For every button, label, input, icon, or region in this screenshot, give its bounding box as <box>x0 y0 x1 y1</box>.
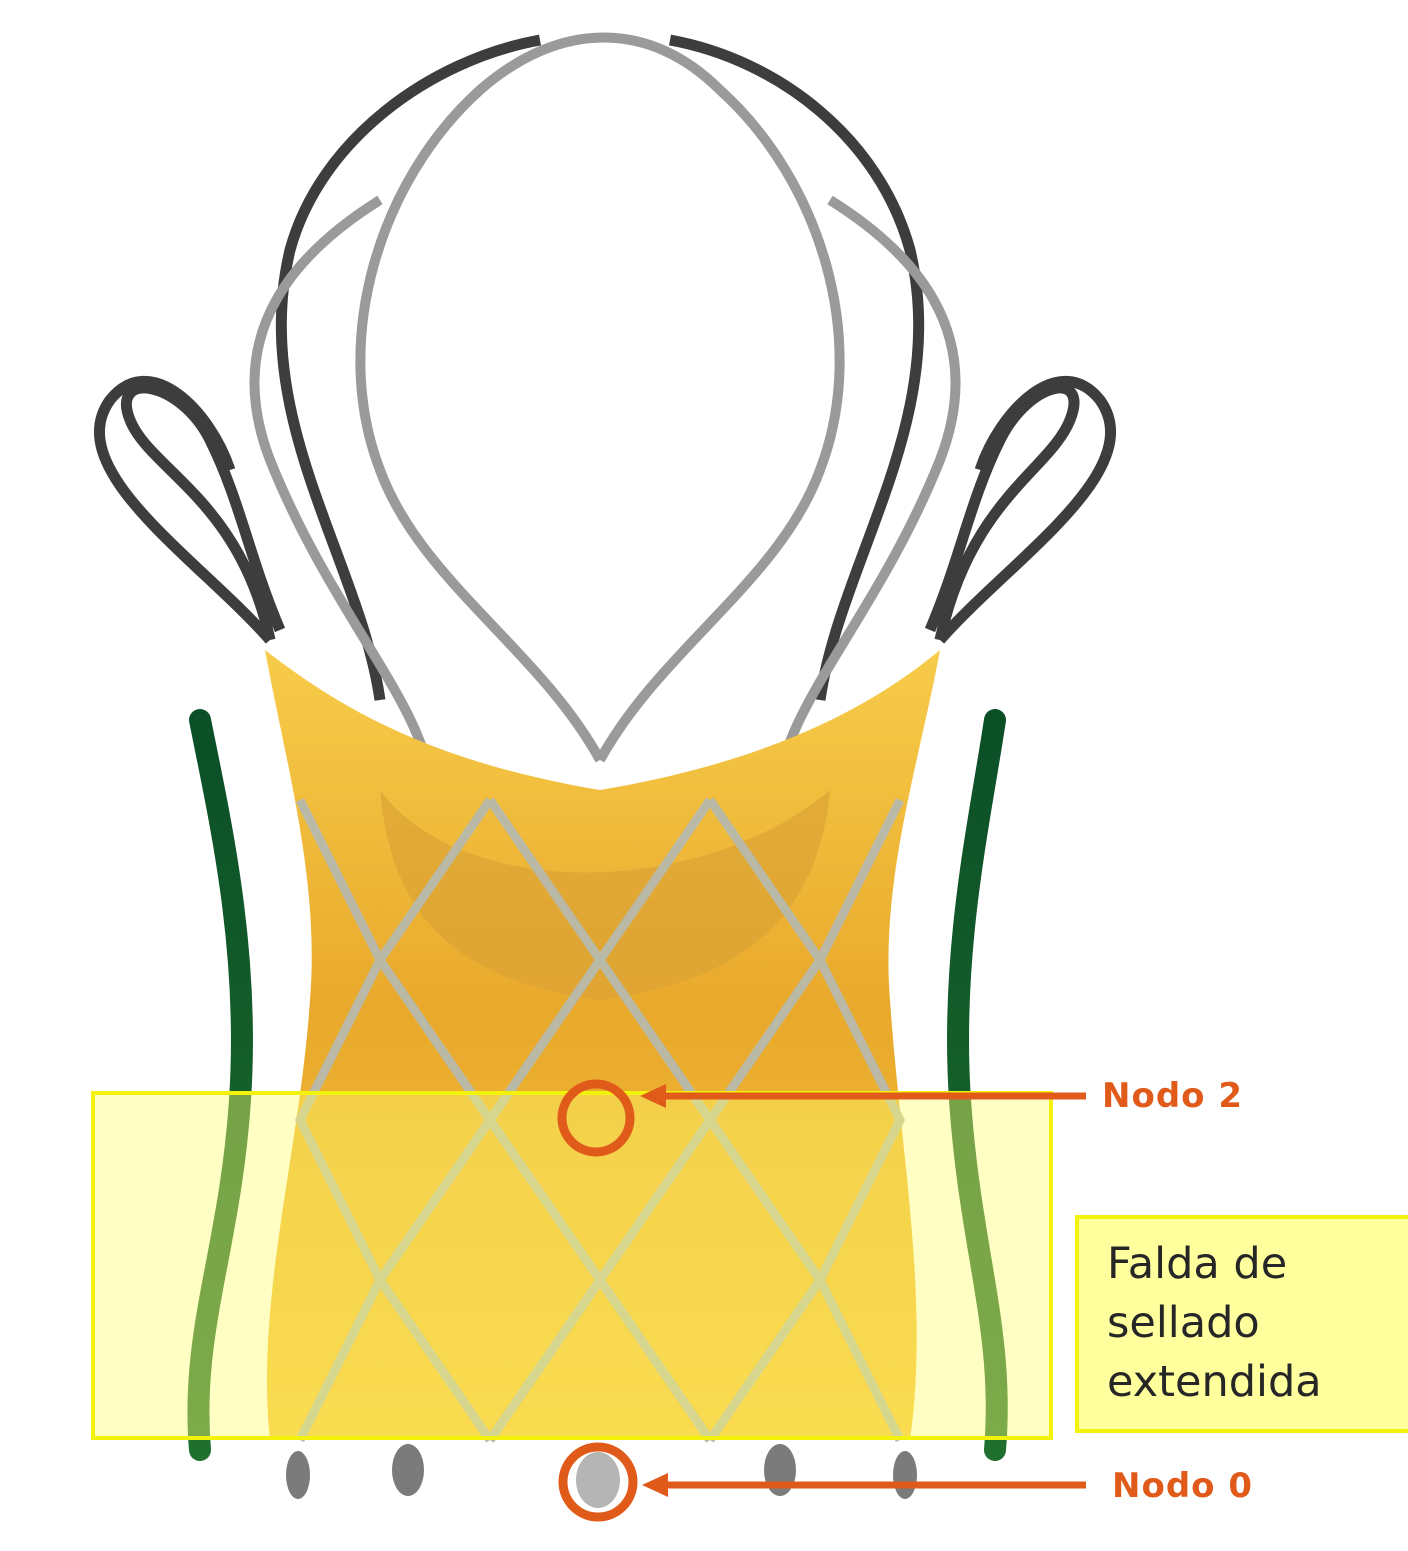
node-0-arrow <box>642 1473 1086 1497</box>
skirt-label-line-2: sellado <box>1107 1294 1408 1353</box>
skirt-label-line-1: Falda de <box>1107 1235 1408 1294</box>
node-0-label: Nodo 0 <box>1112 1466 1253 1506</box>
skirt-label-line-3: extendida <box>1107 1353 1408 1412</box>
node-2-label: Nodo 2 <box>1102 1076 1243 1116</box>
skirt-label-box: Falda de sellado extendida <box>1075 1215 1408 1433</box>
bottom-tabs <box>286 1444 917 1508</box>
